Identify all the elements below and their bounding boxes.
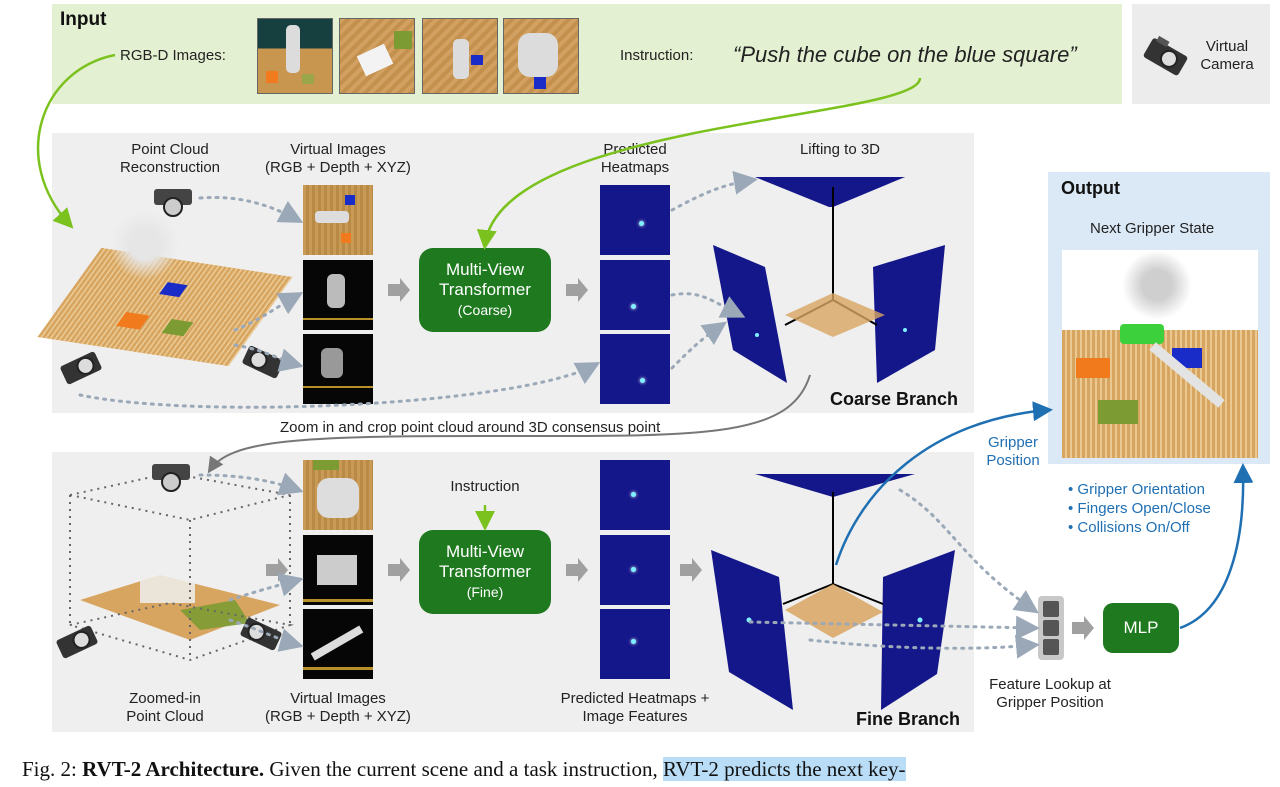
camera-icon xyxy=(1143,35,1188,76)
mlp-block: MLP xyxy=(1103,603,1179,653)
fine-virtual-image-depth xyxy=(303,535,373,605)
fine-heatmaps-label: Predicted Heatmaps +Image Features xyxy=(560,690,710,725)
fine-virtual-images-label: Virtual Images(RGB + Depth + XYZ) xyxy=(265,690,411,725)
coarse-heatmap-3 xyxy=(600,334,670,404)
camera-icon xyxy=(242,345,284,379)
output-bullets: Gripper Orientation Fingers Open/Close C… xyxy=(1068,480,1211,537)
instruction-text: “Push the cube on the blue square” xyxy=(733,42,1077,67)
camera-icon xyxy=(56,625,98,659)
feature-stack xyxy=(1038,596,1064,660)
fine-branch-title: Fine Branch xyxy=(856,709,961,729)
rgbd-image-4 xyxy=(503,18,579,94)
instruction-label: Instruction: xyxy=(620,47,694,64)
next-gripper-state-label: Next Gripper State xyxy=(1090,220,1215,237)
coarse-branch-title: Coarse Branch xyxy=(830,389,959,409)
rgbd-label: RGB-D Images: xyxy=(120,47,226,64)
camera-icon xyxy=(240,617,282,651)
bullet-fingers-open-close: Fingers Open/Close xyxy=(1068,499,1210,518)
camera-icon xyxy=(154,189,192,217)
coarse-virtual-image-depth xyxy=(303,260,373,330)
bullet-gripper-orientation: Gripper Orientation xyxy=(1068,480,1211,499)
rgbd-image-2 xyxy=(339,18,415,94)
coarse-robot-points xyxy=(110,210,180,280)
rgbd-image-3 xyxy=(422,18,498,94)
input-title: Input xyxy=(60,9,107,30)
fine-heatmap-1 xyxy=(600,460,670,530)
coarse-virtual-image-rgb xyxy=(303,185,373,255)
figure-caption: Fig. 2: RVT-2 Architecture. Given the cu… xyxy=(22,757,906,781)
bullet-collisions: Collisions On/Off xyxy=(1068,518,1211,537)
zoom-crop-text: Zoom in and crop point cloud around 3D c… xyxy=(280,419,661,436)
next-gripper-state-image xyxy=(1062,250,1258,458)
coarse-heatmap-2 xyxy=(600,260,670,330)
lifting-label: Lifting to 3D xyxy=(799,141,881,158)
camera-icon xyxy=(152,464,190,492)
output-title: Output xyxy=(1061,178,1120,198)
fine-heatmap-3 xyxy=(600,609,670,679)
fine-virtual-image-xyz xyxy=(303,609,373,679)
fine-3d-lifting xyxy=(711,474,955,710)
fine-heatmap-2 xyxy=(600,535,670,605)
coarse-virtual-images-label: Virtual Images(RGB + Depth + XYZ) xyxy=(265,141,411,176)
rgbd-image-1 xyxy=(257,18,333,94)
coarse-heatmap-1 xyxy=(600,185,670,255)
camera-icon xyxy=(60,351,102,385)
coarse-virtual-image-xyz xyxy=(303,334,373,404)
fine-instruction-label: Instruction xyxy=(450,478,520,495)
coarse-3d-lifting xyxy=(713,177,945,383)
fine-virtual-image-rgb xyxy=(303,460,373,530)
